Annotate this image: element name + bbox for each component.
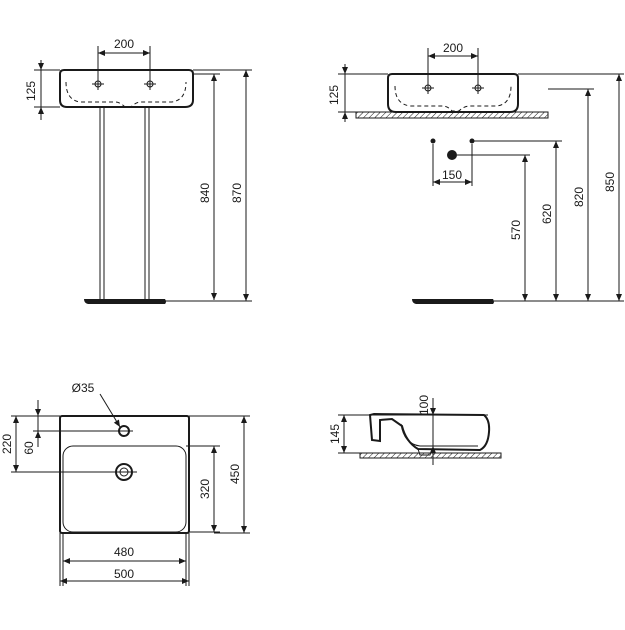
side-countertop xyxy=(355,111,549,119)
section-view: 145 100 xyxy=(328,395,502,465)
front-basin-outline xyxy=(59,69,194,108)
plan-dim-500: 500 xyxy=(114,567,134,581)
section-bowl-inner xyxy=(400,423,478,447)
front-view: 200 125 840 870 xyxy=(24,37,252,304)
plan-dim-tap-hole: Ø35 xyxy=(72,381,95,395)
plan-dim-60: 60 xyxy=(22,441,36,455)
plan-dim-220: 220 xyxy=(0,434,14,454)
front-pedestal-leg-left xyxy=(99,106,105,301)
front-pedestal-leg-right xyxy=(144,106,150,301)
side-waste-outlet xyxy=(447,150,457,160)
side-dim-basin-height: 125 xyxy=(327,85,341,105)
front-dim-overall-height: 870 xyxy=(230,183,244,203)
plan-view: Ø35 220 60 320 450 480 500 xyxy=(0,381,250,586)
side-dim-620: 620 xyxy=(540,204,554,224)
side-floor-line xyxy=(412,299,494,304)
side-view: 200 125 150 570 620 820 850 xyxy=(327,41,624,304)
front-dim-rim-height: 840 xyxy=(198,183,212,203)
plan-bowl-outline xyxy=(62,445,187,533)
side-dim-waste-spacing: 150 xyxy=(442,168,462,182)
side-dim-850: 850 xyxy=(603,172,617,192)
plan-dim-450: 450 xyxy=(228,464,242,484)
plan-basin-outline xyxy=(59,415,190,534)
front-pedestal-foot xyxy=(84,299,166,304)
side-fixing-point-left xyxy=(430,138,436,144)
side-fixing-point-right xyxy=(469,138,475,144)
side-dim-820: 820 xyxy=(572,187,586,207)
side-bowl-hidden-line xyxy=(394,85,512,112)
front-dim-basin-height: 125 xyxy=(24,81,38,101)
section-dim-100: 100 xyxy=(417,395,431,415)
side-basin-outline xyxy=(387,73,519,113)
section-dim-145: 145 xyxy=(328,424,342,444)
front-bowl-hidden-line xyxy=(65,81,187,108)
side-dim-tap-spacing: 200 xyxy=(443,41,463,55)
front-dim-tap-spacing: 200 xyxy=(114,37,134,51)
section-basin-outline xyxy=(368,412,491,452)
plan-dim-320: 320 xyxy=(198,479,212,499)
side-dim-570: 570 xyxy=(509,220,523,240)
plan-dim-480: 480 xyxy=(114,545,134,559)
